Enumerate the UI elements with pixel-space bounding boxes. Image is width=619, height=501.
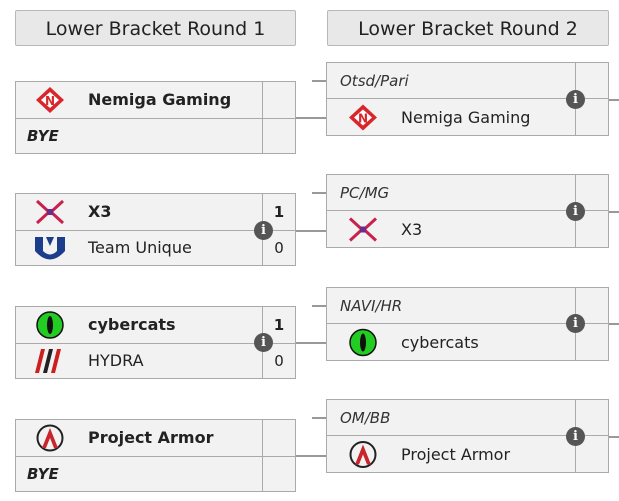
team-name: Nemiga Gaming bbox=[401, 108, 531, 127]
team-name: cybercats bbox=[401, 333, 479, 352]
match-lb2-1: Otsd/Pari N Nemiga Gaming bbox=[326, 62, 609, 136]
connector-line bbox=[296, 455, 326, 457]
team-name: X3 bbox=[401, 220, 423, 239]
score-cell bbox=[262, 118, 295, 154]
score-cell bbox=[262, 420, 295, 456]
score-cell: 1 bbox=[262, 307, 295, 343]
match-lb2-2: PC/MG X3 bbox=[326, 174, 609, 248]
connector-line bbox=[312, 192, 326, 194]
team-name: X3 bbox=[88, 202, 112, 221]
connector-line bbox=[312, 80, 326, 82]
round-header-lb1: Lower Bracket Round 1 bbox=[15, 10, 296, 46]
match-info-icon[interactable]: i bbox=[566, 90, 585, 109]
connector-line bbox=[296, 230, 326, 232]
connector-line bbox=[312, 417, 326, 419]
nemiga-logo-icon: N bbox=[36, 87, 64, 113]
match-placeholder-label: NAVI/HR bbox=[327, 288, 608, 324]
team-row[interactable]: X3 bbox=[327, 211, 608, 248]
x3-logo-icon bbox=[35, 199, 65, 225]
round-header-lb2: Lower Bracket Round 2 bbox=[327, 10, 609, 46]
team-name: HYDRA bbox=[88, 351, 144, 370]
connector-line bbox=[296, 342, 326, 344]
team-unique-logo-icon bbox=[35, 237, 65, 260]
team-row[interactable]: cybercats 1 bbox=[16, 307, 295, 344]
connector-line bbox=[609, 99, 619, 101]
match-lb1-4: Project Armor BYE bbox=[15, 419, 296, 492]
connector-line bbox=[609, 211, 619, 213]
cybercats-logo-icon bbox=[36, 311, 64, 339]
match-info-icon[interactable]: i bbox=[566, 202, 585, 221]
connector-line bbox=[312, 305, 326, 307]
match-info-icon[interactable]: i bbox=[254, 221, 273, 240]
match-info-icon[interactable]: i bbox=[566, 314, 585, 333]
match-lb2-3: NAVI/HR cybercats bbox=[326, 287, 609, 361]
score-cell bbox=[262, 82, 295, 118]
match-info-icon[interactable]: i bbox=[254, 333, 273, 352]
bye-label: BYE bbox=[27, 465, 59, 483]
team-row: BYE bbox=[16, 456, 295, 492]
team-name: Project Armor bbox=[88, 428, 214, 447]
match-lb1-2: X3 1 Team Unique 0 bbox=[15, 193, 296, 266]
match-placeholder-label: Otsd/Pari bbox=[327, 63, 608, 99]
svg-text:N: N bbox=[45, 94, 55, 108]
match-lb1-3: cybercats 1 HYDRA 0 bbox=[15, 306, 296, 379]
connector-line bbox=[609, 323, 619, 325]
match-lb1-1: N Nemiga Gaming BYE bbox=[15, 81, 296, 154]
score-cell bbox=[262, 456, 295, 492]
match-lb2-4: OM/BB Project Armor bbox=[326, 399, 609, 473]
match-info-icon[interactable]: i bbox=[566, 427, 585, 446]
connector-line bbox=[296, 117, 326, 119]
score-cell: 0 bbox=[262, 343, 295, 379]
team-row[interactable]: HYDRA 0 bbox=[16, 343, 295, 379]
hydra-logo-icon bbox=[35, 349, 61, 373]
team-row[interactable]: Project Armor bbox=[327, 436, 608, 473]
score-cell: 0 bbox=[262, 230, 295, 266]
team-row[interactable]: Project Armor bbox=[16, 420, 295, 457]
team-row[interactable]: X3 1 bbox=[16, 194, 295, 231]
team-row[interactable]: Team Unique 0 bbox=[16, 230, 295, 266]
nemiga-logo-icon: N bbox=[349, 104, 377, 131]
match-placeholder-label: PC/MG bbox=[327, 175, 608, 211]
team-name: Project Armor bbox=[401, 445, 511, 464]
match-placeholder-label: OM/BB bbox=[327, 400, 608, 436]
team-name: cybercats bbox=[88, 315, 176, 334]
team-row: BYE bbox=[16, 118, 295, 154]
connector-line bbox=[609, 436, 619, 438]
team-row[interactable]: cybercats bbox=[327, 324, 608, 361]
svg-text:N: N bbox=[358, 112, 368, 126]
project-armor-logo-icon bbox=[36, 424, 64, 452]
team-row[interactable]: N Nemiga Gaming bbox=[327, 99, 608, 136]
team-name: Team Unique bbox=[88, 238, 192, 257]
score-cell: 1 bbox=[262, 194, 295, 230]
cybercats-logo-icon bbox=[349, 328, 377, 357]
project-armor-logo-icon bbox=[349, 441, 377, 468]
x3-logo-icon bbox=[348, 217, 378, 242]
team-name: Nemiga Gaming bbox=[88, 90, 232, 109]
team-row[interactable]: N Nemiga Gaming bbox=[16, 82, 295, 119]
bye-label: BYE bbox=[27, 127, 59, 145]
